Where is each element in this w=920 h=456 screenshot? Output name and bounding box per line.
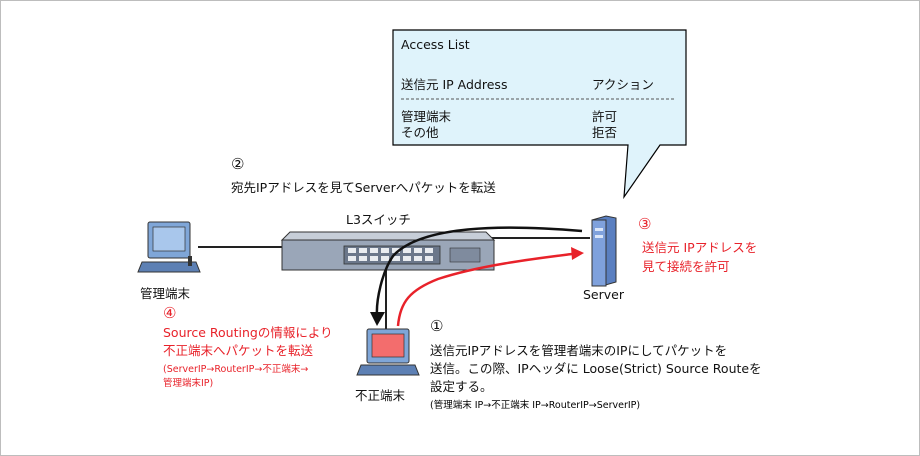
rogue-terminal-icon — [356, 328, 420, 376]
access-list-row-action: 許可 — [592, 109, 618, 124]
step3-number: ③ — [638, 215, 652, 233]
step3-line2: 見て接続を許可 — [642, 259, 730, 274]
spoof-arrowhead-red — [571, 247, 584, 260]
access-list-row-source: その他 — [401, 125, 439, 140]
spoof-arrow-red — [396, 252, 573, 327]
access-list-row-source: 管理端末 — [401, 109, 452, 124]
admin-terminal-icon — [137, 221, 201, 273]
rogue-terminal-label: 不正端末 — [355, 388, 406, 403]
access-list-col-source: 送信元 IP Address — [401, 77, 508, 92]
access-list-bubble — [392, 29, 687, 200]
access-list-col-action: アクション — [592, 77, 654, 92]
step1-line4: (管理端末 IP→不正端末 IP→RouterIP→ServerIP) — [430, 400, 641, 411]
access-list-title: Access List — [401, 37, 470, 52]
step4-line2: 不正端末へパケットを転送 — [163, 343, 314, 358]
step4-line3: (ServerIP→RouterIP→不正端末→ — [163, 364, 309, 375]
step1-line3: 設定する。 — [430, 379, 493, 394]
l3-switch-device — [280, 231, 496, 271]
forward-arrowhead-black — [370, 312, 385, 326]
step2-text: 宛先IPアドレスを見てServerへパケットを転送 — [231, 180, 496, 195]
switch-label: L3スイッチ — [346, 212, 411, 227]
access-list-row-action: 拒否 — [592, 125, 618, 140]
step1-line2: 送信。この際、IPヘッダに Loose(Strict) Source Route… — [430, 361, 762, 376]
admin-terminal-label: 管理端末 — [140, 286, 191, 301]
step4-number: ④ — [163, 304, 177, 322]
step3-line1: 送信元 IPアドレスを — [642, 240, 758, 255]
server-icon — [591, 215, 617, 287]
step1-number: ① — [430, 317, 444, 335]
step4-line4: 管理端末IP) — [163, 378, 214, 389]
step2-number: ② — [231, 155, 245, 173]
forward-arrow-black — [375, 226, 583, 317]
server-label: Server — [583, 287, 624, 302]
step4-line1: Source Routingの情報により — [163, 325, 333, 340]
step1-line1: 送信元IPアドレスを管理者端末のIPにしてパケットを — [430, 343, 728, 358]
